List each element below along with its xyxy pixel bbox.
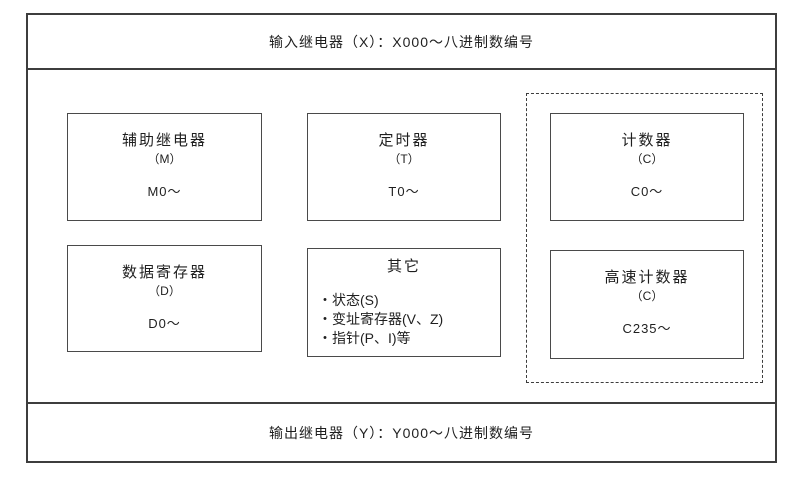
high-speed-counter-symbol: （C）: [630, 289, 664, 303]
counter-group-dashed-frame: [526, 93, 763, 383]
counter-box: 计数器 （C） C0～: [550, 113, 744, 221]
aux-relay-symbol: （M）: [147, 152, 182, 166]
data-register-title: 数据寄存器: [121, 264, 207, 281]
output-relay-bar: 输出继电器（Y）：Y000～八进制数编号: [28, 402, 775, 461]
timer-box: 定时器 （T） T0～: [307, 113, 501, 221]
other-item-pointer: ・指针(P、I)等: [318, 330, 411, 346]
counter-title: 计数器: [621, 132, 673, 149]
other-item-index-register: ・变址寄存器(V、Z): [318, 311, 444, 327]
other-item-state: ・状态(S): [318, 292, 379, 308]
other-devices-title: 其它: [386, 258, 421, 275]
aux-relay-title: 辅助继电器: [121, 132, 207, 149]
input-relay-bar: 输入继电器（X）：X000～八进制数编号: [28, 15, 775, 70]
timer-title: 定时器: [378, 132, 430, 149]
high-speed-counter-range: C235～: [622, 321, 672, 336]
high-speed-counter-box: 高速计数器 （C） C235～: [550, 250, 744, 359]
timer-range: T0～: [388, 184, 420, 199]
aux-relay-box: 辅助继电器 （M） M0～: [67, 113, 262, 221]
data-register-range: D0～: [148, 316, 181, 331]
counter-symbol: （C）: [630, 152, 664, 166]
aux-relay-range: M0～: [147, 184, 182, 199]
data-register-symbol: （D）: [148, 284, 181, 298]
data-register-box: 数据寄存器 （D） D0～: [67, 245, 262, 352]
other-devices-box: 其它 ・状态(S) ・变址寄存器(V、Z) ・指针(P、I)等: [307, 248, 501, 357]
counter-range: C0～: [630, 184, 664, 199]
diagram-outer-frame: 输入继电器（X）：X000～八进制数编号 辅助继电器 （M） M0～ 定时器 （…: [26, 13, 777, 463]
timer-symbol: （T）: [388, 152, 420, 166]
high-speed-counter-title: 高速计数器: [604, 269, 690, 286]
input-relay-label: 输入继电器（X）：X000～八进制数编号: [268, 33, 535, 50]
other-devices-list: ・状态(S) ・变址寄存器(V、Z) ・指针(P、I)等: [308, 291, 500, 348]
internal-devices-area: 辅助继电器 （M） M0～ 定时器 （T） T0～ 计数器 （C） C0～ 数据…: [28, 70, 775, 402]
output-relay-label: 输出继电器（Y）：Y000～八进制数编号: [268, 424, 535, 441]
